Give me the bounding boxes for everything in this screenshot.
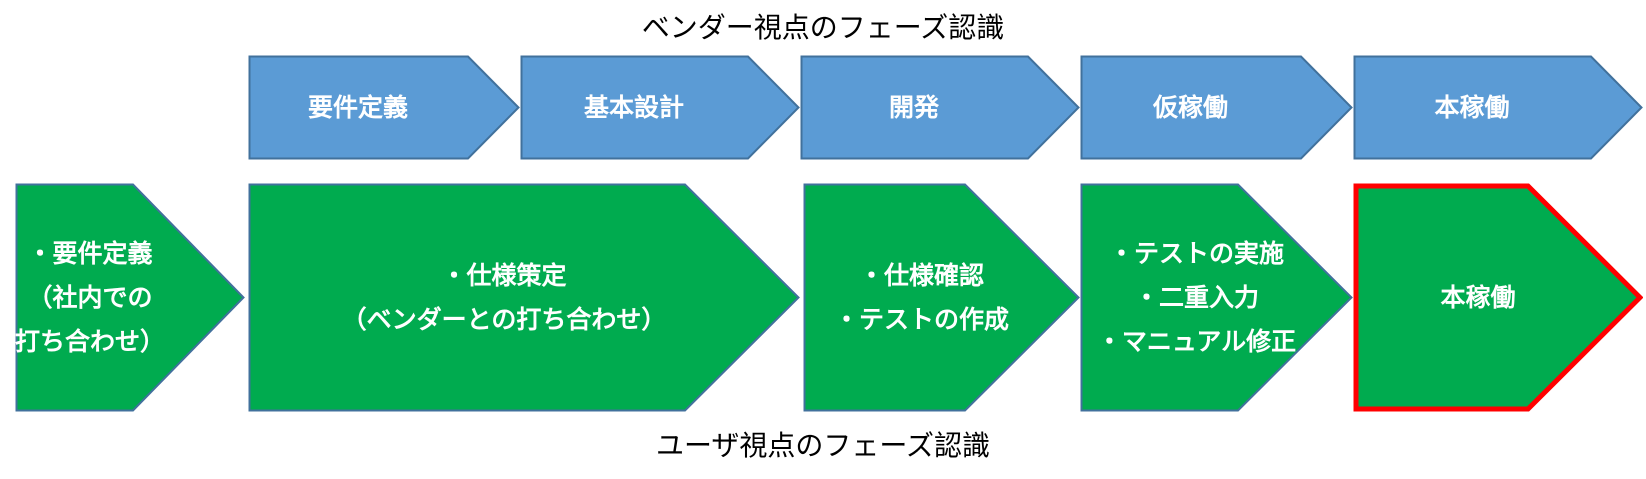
vendor-phase-arrow-trial-operation: 仮稼働 [1080, 55, 1353, 160]
user-phase-arrow-spec-confirmation: ・仕様確認 ・テストの作成 [803, 183, 1080, 412]
vendor-phase-label: 開発 [888, 93, 939, 122]
vendor-phase-label: 本稼働 [1434, 93, 1510, 122]
chevron-arrow-shape [1080, 183, 1353, 412]
user-phase-line: ・要件定義 [27, 239, 153, 268]
user-phase-arrow-spec-planning: ・仕様策定 （ベンダーとの打ち合わせ） [248, 183, 800, 412]
user-phase-line: ・仕様確認 [858, 261, 984, 290]
user-view-title: ユーザ視点のフェーズ認識 [655, 430, 991, 461]
vendor-phase-arrow-production: 本稼働 [1353, 55, 1643, 160]
vendor-phase-label: 要件定義 [307, 93, 408, 122]
user-phase-line: 打ち合わせ） [15, 327, 166, 356]
user-phase-line: 本稼働 [1440, 283, 1516, 312]
chevron-arrow-shape [800, 55, 1080, 160]
vendor-phase-arrow-requirements: 要件定義 [248, 55, 520, 160]
user-phase-arrow-requirements: ・要件定義 （社内での 打ち合わせ） [15, 183, 245, 412]
chevron-arrow-shape [1353, 183, 1643, 412]
chevron-arrow-shape [1353, 55, 1643, 160]
vendor-phase-arrow-development: 開発 [800, 55, 1080, 160]
chevron-arrow-shape [15, 183, 245, 412]
chevron-arrow-shape [1080, 55, 1353, 160]
chevron-arrow-shape [520, 55, 800, 160]
user-phase-line: （ベンダーとの打ち合わせ） [341, 305, 667, 334]
user-phase-line: ・テストの作成 [833, 305, 1009, 334]
chevron-arrow-shape [248, 55, 520, 160]
chevron-arrow-shape [803, 183, 1080, 412]
vendor-phase-arrow-basic-design: 基本設計 [520, 55, 800, 160]
user-phase-line: ・二重入力 [1133, 283, 1259, 312]
vendor-phase-label: 仮稼働 [1152, 93, 1228, 122]
vendor-phase-label: 基本設計 [583, 93, 684, 122]
vendor-view-title: ベンダー視点のフェーズ認識 [641, 12, 1005, 43]
chevron-arrow-shape [248, 183, 800, 412]
user-phase-arrow-production-highlighted: 本稼働 [1353, 183, 1643, 412]
user-phase-line: ・マニュアル修正 [1096, 327, 1297, 356]
user-phase-line: ・テストの実施 [1108, 239, 1284, 268]
user-phase-line: ・仕様策定 [441, 261, 567, 290]
user-phase-line: （社内での [27, 283, 153, 312]
user-phase-arrow-testing: ・テストの実施 ・二重入力 ・マニュアル修正 [1080, 183, 1353, 412]
